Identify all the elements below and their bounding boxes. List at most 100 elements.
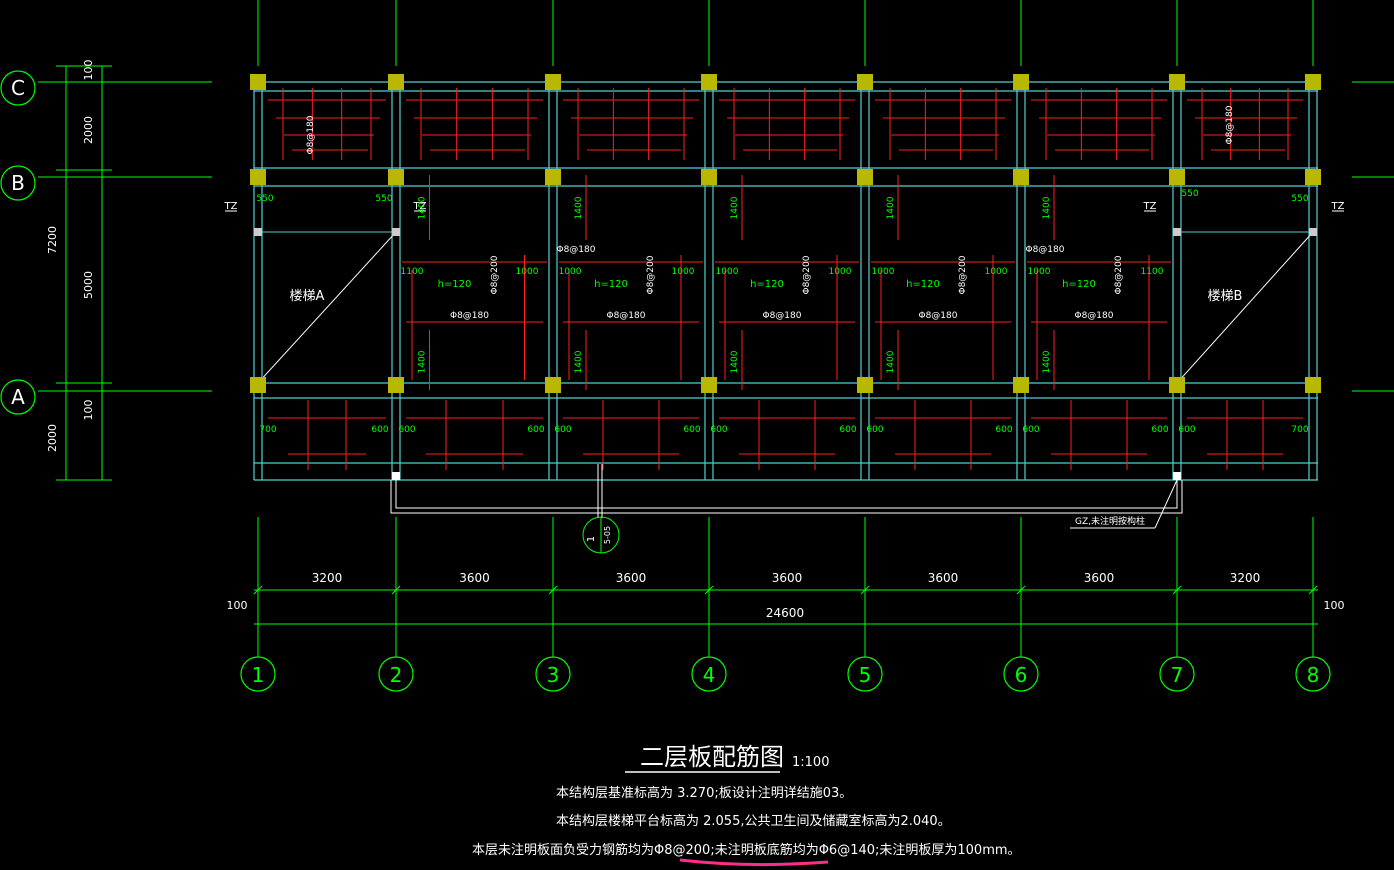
dim-1400-label: 1400 — [418, 350, 428, 373]
column-square — [857, 169, 873, 185]
col-axis-label: 4 — [703, 663, 716, 687]
stair-label: 楼梯A — [290, 289, 325, 304]
drawing-scale: 1:100 — [792, 755, 829, 770]
column-square — [545, 74, 561, 90]
dim-bottom-label: 600 — [1022, 425, 1039, 435]
slab-thickness-label: h=120 — [906, 279, 940, 290]
col-axis-label: 2 — [390, 663, 403, 687]
dim-row-label: 1000 — [716, 267, 739, 277]
rebar-label-mid-bottom: Φ8@180 — [919, 311, 958, 321]
dim-label-edge: 100 — [227, 599, 248, 612]
dim-tick-bottom — [253, 585, 263, 595]
dim-label-left-inner: 2000 — [82, 116, 95, 144]
rebar-label-vertical: Φ8@200 — [958, 255, 968, 294]
balcony-edge — [395, 480, 1178, 509]
col-axis-label: 8 — [1307, 663, 1320, 687]
dim-label-bay: 3600 — [616, 571, 647, 585]
dim-label-bay: 3600 — [928, 571, 959, 585]
col-axis-bubble — [378, 656, 414, 692]
column-square — [250, 377, 266, 393]
dim-label-bay: 3600 — [459, 571, 490, 585]
column-square — [701, 169, 717, 185]
dim-1400-label: 1400 — [730, 196, 740, 219]
column-square — [1169, 377, 1185, 393]
dim-bottom-label: 600 — [995, 425, 1012, 435]
column-square — [1305, 74, 1321, 90]
dim-bottom-label: 600 — [527, 425, 544, 435]
column-square — [1305, 377, 1321, 393]
col-axis-label: 3 — [547, 663, 560, 687]
column-square — [388, 377, 404, 393]
dim-bottom-label: 600 — [554, 425, 571, 435]
dim-1400-label: 1400 — [418, 196, 428, 219]
rebar-label-mid-top: Φ8@180 — [1026, 245, 1065, 255]
col-axis-bubble — [1003, 656, 1039, 692]
section-marker-sheet: 5-05 — [603, 526, 612, 544]
stair-label: 楼梯B — [1208, 289, 1243, 304]
row-axis-label: C — [11, 76, 25, 100]
gz-leader — [1154, 479, 1178, 529]
col-axis-bubble — [240, 656, 276, 692]
rebar-label-mid-bottom: Φ8@180 — [763, 311, 802, 321]
dim-bottom-label: 600 — [1178, 425, 1195, 435]
dim-bottom-label: 600 — [710, 425, 727, 435]
col-axis-bubble — [691, 656, 727, 692]
tz-label: TZ — [224, 201, 238, 212]
rebar-label-vertical: Φ8@200 — [802, 255, 812, 294]
row-axis-label: B — [11, 171, 25, 195]
dim-row-label: 1000 — [516, 267, 539, 277]
drawing-title: 二层板配筋图 — [640, 743, 784, 771]
balcony-edge — [390, 480, 1183, 514]
rebar-label-vertical: Φ8@200 — [490, 255, 500, 294]
column-square — [1305, 169, 1321, 185]
column-square — [1013, 74, 1029, 90]
gz-column — [392, 472, 400, 480]
highlight-underline — [679, 858, 829, 867]
dim-tick-bottom — [704, 585, 714, 595]
row-axis-bubble — [0, 379, 36, 415]
column-square — [250, 74, 266, 90]
dim-bottom-label: 600 — [839, 425, 856, 435]
row-axis-bubble — [0, 165, 36, 201]
dim-row-label: 1000 — [985, 267, 1008, 277]
stair-diagonal — [1176, 231, 1314, 384]
tz-label: TZ — [1331, 201, 1345, 212]
dim-bottom-label: 600 — [1151, 425, 1168, 435]
dim-label-bay: 3200 — [312, 571, 343, 585]
dim-row-label: 1000 — [829, 267, 852, 277]
dim-tick-bottom — [860, 585, 870, 595]
dim-tick-bottom — [391, 585, 401, 595]
col-axis-bubble — [535, 656, 571, 692]
rebar-label-mid-bottom: Φ8@180 — [1075, 311, 1114, 321]
dim-tick-bottom — [1172, 585, 1182, 595]
dim-tick-bottom — [1308, 585, 1318, 595]
columns — [250, 74, 1321, 480]
column-square — [857, 74, 873, 90]
dim-550-label: 550 — [1291, 194, 1308, 204]
column-square — [545, 169, 561, 185]
col-axis-label: 1 — [252, 663, 265, 687]
beam-lines — [253, 81, 1318, 514]
dim-row-label: 1100 — [1141, 267, 1164, 277]
dim-row-label: 1000 — [559, 267, 582, 277]
tz-label: TZ — [413, 201, 427, 212]
stair-column — [1309, 228, 1317, 236]
column-square — [1169, 169, 1185, 185]
col-axis-label: 7 — [1171, 663, 1184, 687]
rebar-label-mid-bottom: Φ8@180 — [450, 311, 489, 321]
dim-bottom-label: 700 — [1291, 425, 1308, 435]
dim-tick-bottom — [548, 585, 558, 595]
col-axis-bubble — [1159, 656, 1195, 692]
dim-row-label: 1100 — [401, 267, 424, 277]
dim-label-total: 24600 — [766, 606, 804, 620]
slab-thickness-label: h=120 — [594, 279, 628, 290]
stair-column — [254, 228, 262, 236]
dim-row-label: 1000 — [672, 267, 695, 277]
note-1: 本结构层基准标高为 3.270;板设计注明详结施03。 — [556, 785, 852, 801]
dim-label-bay: 3200 — [1230, 571, 1261, 585]
col-axis-label: 6 — [1015, 663, 1028, 687]
dim-label-edge: 100 — [1324, 599, 1345, 612]
